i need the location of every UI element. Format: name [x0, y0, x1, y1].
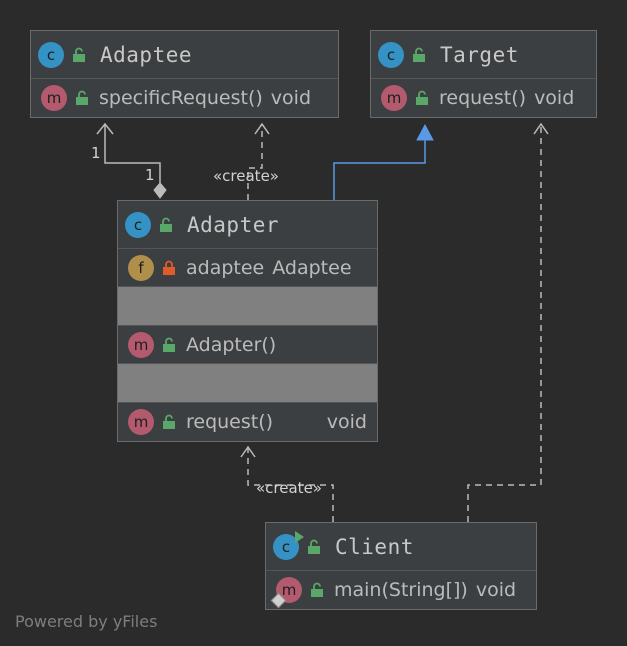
field-icon: f [128, 254, 154, 281]
runnable-class-icon: c [273, 530, 304, 560]
public-lock-icon [163, 337, 175, 352]
method-name: specificRequest() [99, 87, 263, 109]
public-lock-icon [413, 47, 425, 62]
public-lock-icon [76, 90, 88, 105]
member-row[interactable]: m specificRequest() void [31, 79, 338, 117]
public-lock-icon [416, 90, 428, 105]
run-badge-icon [295, 530, 304, 543]
class-header[interactable]: c Adapter [118, 201, 377, 249]
return-type: void [534, 87, 575, 109]
create-label: «create» [213, 167, 279, 185]
class-icon: c [378, 41, 404, 68]
field-name: adaptee [186, 256, 265, 279]
method-icon: m [381, 85, 407, 111]
inheritance-edge[interactable] [333, 123, 434, 200]
class-name: Target [440, 42, 519, 67]
class-target[interactable]: c Target m request() void [370, 30, 597, 118]
public-lock-icon [311, 582, 323, 597]
member-row[interactable]: m main(String[]) void [266, 571, 536, 609]
member-row[interactable]: m request() void [371, 79, 596, 117]
class-header[interactable]: c Adaptee [31, 31, 338, 79]
multiplicity-label: 1 [145, 166, 155, 184]
association-edge[interactable] [96, 122, 167, 199]
constructor-name: Adapter() [186, 333, 277, 356]
create-dependency-adapter-edge[interactable] [240, 445, 334, 522]
class-header[interactable]: c Target [371, 31, 596, 79]
class-adapter[interactable]: c Adapter f adaptee Adaptee m Adapter() … [117, 200, 378, 442]
public-lock-icon [73, 47, 85, 62]
class-name: Adapter [187, 212, 280, 237]
method-name: request() [186, 411, 274, 433]
return-type: void [270, 87, 312, 109]
method-name: request() [439, 87, 527, 109]
field-type: Adaptee [272, 256, 352, 279]
static-method-icon: m [270, 577, 302, 609]
public-lock-icon [308, 539, 320, 554]
multiplicity-label: 1 [91, 144, 101, 162]
method-icon: m [128, 331, 154, 358]
class-icon: c [38, 41, 64, 68]
create-label: «create» [256, 479, 322, 497]
dependency-client-target-edge[interactable] [467, 122, 549, 522]
empty-section [118, 287, 377, 326]
member-row[interactable]: m request() void [118, 403, 377, 441]
powered-by-label: Powered by yFiles [15, 612, 158, 631]
empty-section [118, 364, 377, 403]
class-name: Adaptee [100, 42, 193, 67]
public-lock-icon [160, 217, 172, 232]
return-type: void [326, 411, 367, 433]
class-icon: c [125, 211, 151, 238]
constructor-row[interactable]: m Adapter() [118, 326, 377, 364]
return-type: void [475, 579, 517, 601]
method-name: main(String[]) [334, 579, 468, 601]
class-client[interactable]: c Client m main(String[]) void [265, 522, 537, 610]
public-lock-icon [163, 414, 175, 429]
class-name: Client [335, 534, 414, 559]
field-row[interactable]: f adaptee Adaptee [118, 249, 377, 287]
method-icon: m [41, 85, 67, 111]
class-header[interactable]: c Client [266, 523, 536, 571]
private-lock-icon [163, 260, 175, 275]
method-icon: m [128, 409, 154, 435]
create-dependency-adaptee-edge[interactable] [247, 122, 270, 200]
class-adaptee[interactable]: c Adaptee m specificRequest() void [30, 30, 339, 118]
